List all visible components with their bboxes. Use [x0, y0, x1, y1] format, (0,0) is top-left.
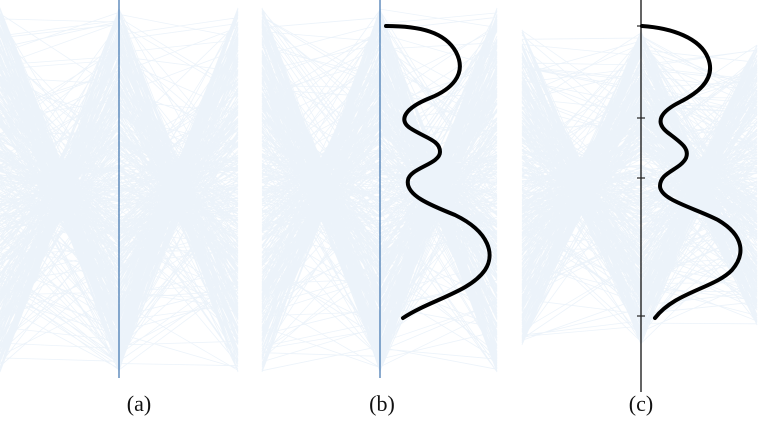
lines-a-polylines: [0, 7, 239, 373]
panel-c-caption: (c): [628, 391, 654, 416]
panel-b-caption: (b): [369, 391, 395, 416]
lines-b-polylines: [261, 7, 498, 373]
panel-a: [0, 0, 239, 378]
panel-b: [261, 0, 498, 378]
panel-b-lines: [261, 7, 498, 373]
panel-c-axis-ticks: [637, 25, 645, 317]
panel-a-caption: (a): [126, 391, 152, 416]
panel-b-curve: [384, 24, 492, 320]
lines-c-polylines: [521, 29, 758, 346]
panel-c-lines: [521, 29, 758, 346]
panel-a-lines: [0, 7, 239, 373]
panel-c-curve: [640, 24, 743, 320]
panel-c: [521, 0, 758, 392]
